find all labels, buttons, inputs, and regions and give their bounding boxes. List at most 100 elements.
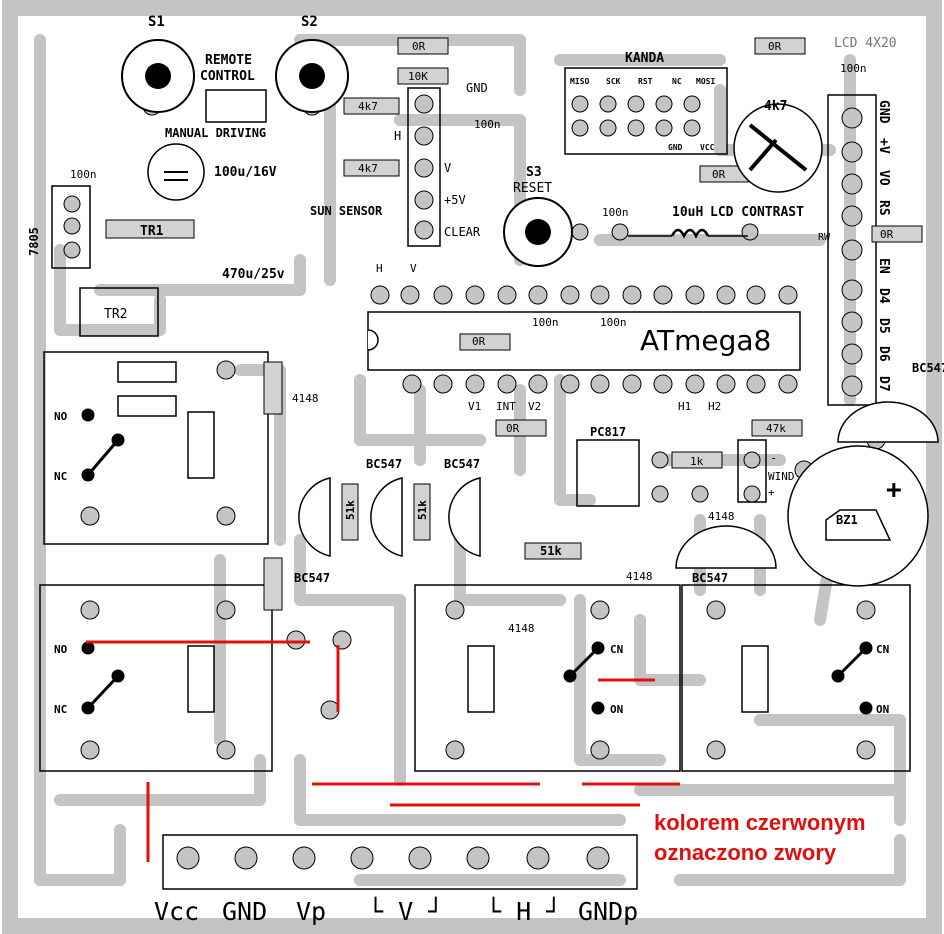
lcd-pin-4: EN <box>876 258 891 274</box>
label-nc-1: NC <box>54 470 67 483</box>
lcd-pin-7: D6 <box>876 346 891 362</box>
label-h-sensor: H <box>394 129 401 143</box>
label-100n-sensor: 100n <box>474 118 501 131</box>
label-0r-lcd: 0R <box>880 228 894 241</box>
label-bc547-b: BC547 <box>444 457 480 471</box>
label-atmega8: ATmega8 <box>640 324 771 357</box>
lcd-pin-0: GND <box>876 100 891 124</box>
label-no-1: NO <box>54 410 68 423</box>
terminal-vcc: Vcc <box>154 897 199 926</box>
label-5v: +5V <box>444 193 466 207</box>
label-4k7-pot: 4k7 <box>764 99 787 114</box>
red-jumpers <box>86 640 680 862</box>
kanda-pin-1: SCK <box>606 77 621 86</box>
label-0r-top: 0R <box>412 40 426 53</box>
kanda-pin-0: MISO <box>570 77 589 86</box>
terminal-gndp: GNDp <box>578 897 638 926</box>
note-line-2: oznaczono zwory <box>654 840 837 865</box>
label-on-1: ON <box>610 703 623 716</box>
label-100n-mcu-b: 100n <box>600 316 627 329</box>
label-sun-sensor: SUN SENSOR <box>310 204 383 218</box>
label-100n-left: 100n <box>70 168 97 181</box>
label-tr2: TR2 <box>104 307 127 322</box>
label-100n-lcd: 100n <box>840 62 867 75</box>
label-10k: 10K <box>408 70 428 83</box>
label-7805: 7805 <box>27 227 41 256</box>
label-rw: RW <box>818 232 831 243</box>
mcu-pin-h1: H1 <box>678 400 691 413</box>
switch-s2 <box>275 39 349 113</box>
label-0r-pot: 0R <box>712 168 726 181</box>
label-10uh: 10uH <box>672 205 703 220</box>
label-reset: RESET <box>513 181 552 196</box>
label-51k-a: 51k <box>344 500 357 520</box>
label-bc547-d: BC547 <box>692 571 728 585</box>
label-1k: 1k <box>690 455 704 468</box>
label-cn-1: CN <box>610 643 623 656</box>
label-control: CONTROL <box>200 69 255 84</box>
label-51k-b: 51k <box>416 500 429 520</box>
label-on-2: ON <box>876 703 889 716</box>
label-s2: S2 <box>301 14 318 30</box>
label-4148-b: 4148 <box>508 622 535 635</box>
mcu-pin-v1: V1 <box>468 400 481 413</box>
label-100n-mcu-a: 100n <box>532 316 559 329</box>
label-pc817: PC817 <box>590 425 626 439</box>
relay-contacts <box>81 408 873 715</box>
label-bz1: BZ1 <box>836 513 858 527</box>
lcd-pin-1: +V <box>876 138 891 154</box>
outlines <box>39 67 911 890</box>
cap-100u <box>147 143 205 201</box>
label-wind-minus: - <box>770 451 777 465</box>
label-kanda: KANDA <box>625 51 664 66</box>
lcd-pin-2: VO <box>876 170 891 186</box>
label-no-2: NO <box>54 643 68 656</box>
terminal-vp: Vp <box>296 897 326 926</box>
label-bc547-c: BC547 <box>294 571 330 585</box>
label-gnd-sensor: GND <box>466 81 488 95</box>
kanda-pin-3: NC <box>672 77 682 86</box>
resistors <box>105 37 923 611</box>
note-line-1: kolorem czerwonym <box>654 810 866 835</box>
label-bc547-e: BC547 <box>912 361 944 375</box>
mcu-pin-h2: H2 <box>708 400 721 413</box>
label-4148-d: 4148 <box>292 392 319 405</box>
lcd-pin-5: D4 <box>876 288 891 304</box>
pads <box>63 94 886 870</box>
label-100n-reset: 100n <box>602 206 629 219</box>
kanda-vcc: VCC <box>700 143 715 152</box>
label-100u: 100u/16V <box>214 165 277 180</box>
label-0r-right: 0R <box>768 40 782 53</box>
label-manual: MANUAL DRIVING <box>165 126 266 140</box>
buzzer <box>787 445 929 587</box>
potentiometer <box>733 103 823 193</box>
switch-s1 <box>121 39 195 113</box>
mcu-pin-labels: H V V1 INT V2 H1 H2 <box>376 262 721 413</box>
label-47k: 47k <box>766 422 786 435</box>
labels: S1 S2 REMOTE CONTROL MANUAL DRIVING LCD … <box>54 14 944 716</box>
kanda-gnd: GND <box>668 143 683 152</box>
lcd-pin-6: D5 <box>876 318 891 334</box>
mcu-pin-int: INT <box>496 400 516 413</box>
label-s3: S3 <box>526 165 542 180</box>
label-4k7-b: 4k7 <box>358 162 378 175</box>
label-4148-a: 4148 <box>626 570 653 583</box>
mcu-pin-h: H <box>376 262 383 275</box>
label-remote: REMOTE <box>205 53 252 68</box>
label-4148-c: 4148 <box>708 510 735 523</box>
label-lcd: LCD 4X20 <box>834 36 897 51</box>
mcu-pin-v: V <box>410 262 417 275</box>
terminal-v: └ V ┘ <box>368 896 443 926</box>
kanda-pin-4: MOSI <box>696 77 715 86</box>
label-0r-mcu: 0R <box>472 335 486 348</box>
label-wind-plus: + <box>768 486 775 499</box>
label-bz-plus: + <box>886 475 902 505</box>
lcd-pin-8: D7 <box>876 376 891 392</box>
transistors <box>298 401 939 569</box>
label-0r-int: 0R <box>506 422 520 435</box>
switch-s3 <box>503 197 573 267</box>
label-wind: WIND <box>768 470 795 483</box>
terminal-h: └ H ┘ <box>486 896 561 926</box>
kanda-pin-2: RST <box>638 77 653 86</box>
